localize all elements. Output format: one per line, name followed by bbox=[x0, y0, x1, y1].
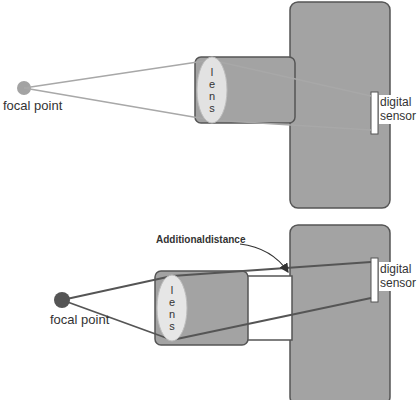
callout-label: Additionaldistance bbox=[156, 234, 245, 245]
lens-ellipse: lens bbox=[196, 56, 228, 124]
sensor bbox=[371, 92, 378, 134]
focal-point-label: focal point bbox=[50, 312, 109, 327]
leader-arrow bbox=[240, 244, 288, 272]
focal-point-label: focal point bbox=[3, 98, 62, 113]
lens-label: lens bbox=[209, 66, 215, 114]
light-rays bbox=[62, 262, 371, 340]
lens-label: lens bbox=[169, 284, 175, 332]
sensor-label: digital sensor bbox=[379, 95, 417, 124]
camera-body bbox=[290, 2, 390, 208]
extension-tube bbox=[246, 276, 292, 340]
sensor-label: digital sensor bbox=[379, 262, 417, 291]
lens-ellipse: lens bbox=[156, 274, 188, 342]
sensor bbox=[371, 258, 378, 302]
